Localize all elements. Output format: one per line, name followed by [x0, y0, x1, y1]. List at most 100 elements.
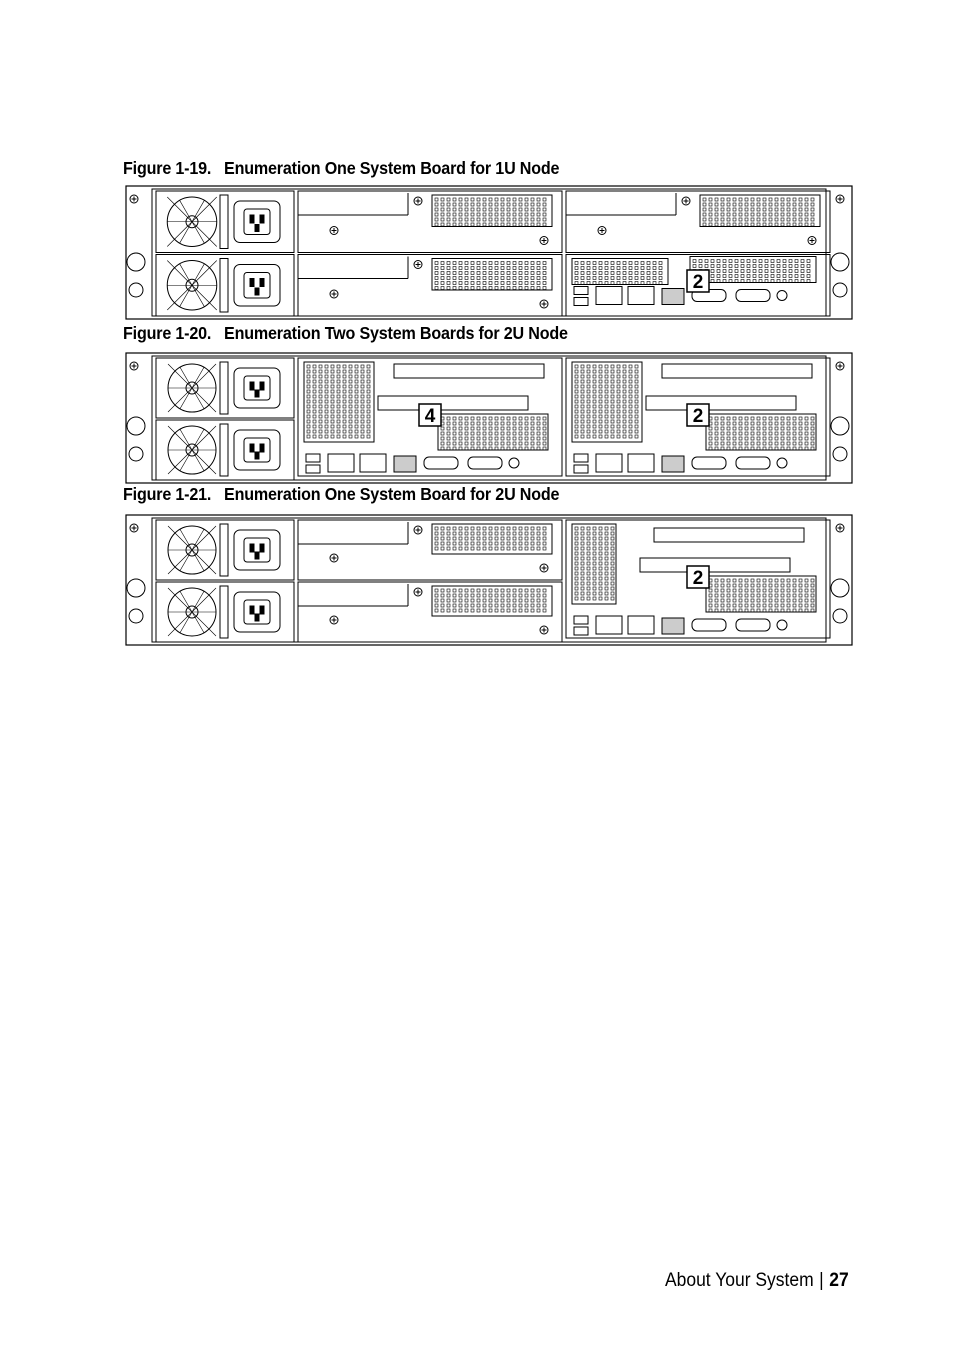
ac-power-inlet-icon [233, 200, 281, 243]
vga-port-icon [467, 456, 503, 470]
screw-icon [129, 361, 139, 371]
pcie-slot-cover [431, 194, 553, 227]
ac-power-inlet-icon [233, 264, 281, 307]
pcie-slot-cover [431, 585, 553, 617]
serial-port-icon [691, 456, 727, 470]
pcie-slot-cover [689, 256, 817, 283]
mounting-hole-icon [126, 578, 146, 598]
callout-number: 2 [693, 568, 704, 589]
callout-label-2: 2 [686, 269, 710, 293]
management-port-icon [661, 455, 685, 473]
figure-caption-1-19: Figure 1-19.Enumeration One System Board… [123, 158, 560, 179]
screw-icon [539, 236, 549, 245]
chassis-outline [125, 514, 853, 646]
psu-handle [219, 423, 229, 477]
serial-port-icon [691, 618, 727, 632]
pcie-riser-slot [377, 395, 529, 411]
figure-caption-1-21: Figure 1-21. Enumeration One System Board… [123, 484, 560, 505]
usb-port-icon [573, 297, 589, 306]
footer-section-title: About Your System [665, 1270, 814, 1291]
figure-title: Enumeration One System Board for 2U Node [224, 484, 560, 504]
vent-grille [437, 413, 549, 451]
power-supply-unit [155, 419, 295, 481]
screw-icon [807, 236, 817, 245]
figure-2u-node-one-board: 2 [124, 514, 854, 646]
callout-number: 4 [425, 406, 436, 427]
screw-icon [413, 525, 423, 535]
screw-icon [835, 523, 845, 533]
screw-icon [129, 523, 139, 533]
vent-grille [705, 575, 817, 613]
chassis-outline [125, 352, 853, 484]
screw-icon [681, 196, 691, 206]
vga-port-icon [735, 456, 771, 470]
psu-handle [219, 258, 229, 313]
chassis-outline [125, 185, 853, 320]
footer-separator: | [819, 1270, 825, 1291]
blank-filler-panel [297, 581, 563, 643]
power-supply-unit [155, 190, 295, 253]
screw-icon [597, 226, 607, 235]
pcie-slot-cover [431, 523, 553, 555]
mounting-hole-icon [126, 252, 146, 272]
mounting-hole-icon [128, 446, 144, 462]
mounting-hole-icon [128, 282, 144, 298]
management-port-icon [661, 288, 685, 305]
vent-grille [303, 361, 375, 443]
ac-power-inlet-icon [233, 429, 281, 471]
management-port-icon [661, 617, 685, 635]
usb-port-icon [573, 615, 589, 625]
network-port-icon [359, 453, 387, 473]
network-port-icon [595, 615, 623, 635]
mounting-hole-icon [830, 252, 850, 272]
screw-icon [835, 194, 845, 204]
io-port-row [305, 453, 520, 474]
io-port-row [573, 453, 788, 474]
mounting-hole-icon [832, 608, 848, 624]
screw-icon [539, 625, 549, 635]
screw-icon [129, 194, 139, 204]
power-supply-unit [155, 254, 295, 317]
mounting-hole-icon [126, 416, 146, 436]
figure-1u-node-one-board: 2 [124, 185, 854, 320]
power-supply-unit [155, 357, 295, 419]
network-port-icon [627, 615, 655, 635]
serial-port-icon [423, 456, 459, 470]
system-board-node [565, 519, 831, 639]
usb-port-icon [573, 453, 589, 463]
usb-port-icon [573, 464, 589, 474]
figure-number: Figure 1-20. [123, 323, 212, 343]
screw-icon [835, 361, 845, 371]
pcie-slot-cover [431, 258, 553, 291]
power-supply-unit [155, 519, 295, 581]
screw-icon [413, 196, 423, 206]
mounting-hole-icon [832, 282, 848, 298]
mounting-hole-icon [832, 446, 848, 462]
ac-power-inlet-icon [233, 591, 281, 633]
screw-icon [413, 587, 423, 597]
system-board-node [297, 357, 563, 477]
figure-number: Figure 1-19. [123, 158, 212, 178]
screw-icon [539, 299, 549, 309]
power-button-icon [776, 457, 788, 469]
vent-grille [705, 413, 817, 451]
callout-number: 2 [693, 406, 704, 427]
network-port-icon [595, 453, 623, 473]
figure-title: Enumeration Two System Boards for 2U Nod… [224, 323, 568, 343]
vga-port-icon [735, 289, 771, 302]
psu-handle [219, 523, 229, 577]
system-board-node [565, 254, 831, 317]
figure-number: Figure 1-21. [123, 484, 212, 504]
vent-grille [571, 258, 669, 285]
mounting-hole-icon [830, 416, 850, 436]
pcie-riser-slot [639, 557, 791, 573]
power-supply-unit [155, 581, 295, 643]
blank-filler-panel [297, 190, 563, 253]
callout-label-4: 4 [418, 403, 442, 427]
mounting-hole-icon [830, 578, 850, 598]
figure-caption-1-20: Figure 1-20. Enumeration Two System Board… [123, 323, 568, 344]
network-port-icon [327, 453, 355, 473]
screw-icon [329, 615, 339, 625]
